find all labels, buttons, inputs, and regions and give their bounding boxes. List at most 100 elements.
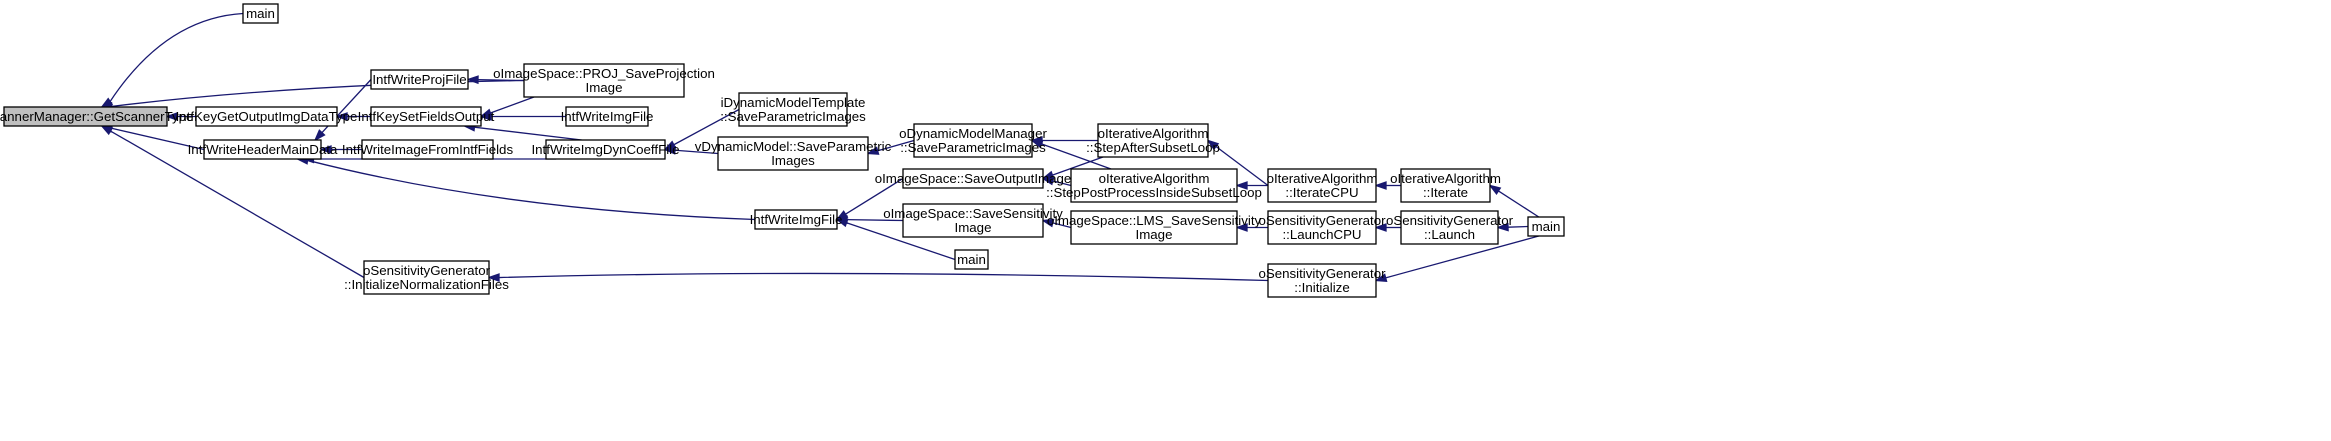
node-step_post[interactable]: oIterativeAlgorithm::StepPostProcessInsi… xyxy=(1046,168,1262,203)
edges-layer xyxy=(99,12,1540,282)
node-box xyxy=(1097,123,1209,158)
node-writeimgfile_b[interactable]: IntfWriteImgFile xyxy=(750,209,843,230)
node-box xyxy=(738,92,848,127)
edge-vdyn_model-to-writeimgdyn xyxy=(674,149,719,155)
arrowhead xyxy=(1496,222,1509,232)
node-main_right[interactable]: main xyxy=(1527,216,1565,237)
node-label: oIterativeAlgorithm xyxy=(1267,171,1378,186)
node-label: ::SaveParametricImages xyxy=(900,140,1046,155)
arrowhead xyxy=(1374,273,1388,282)
edge-sens_initnorm-to-root xyxy=(110,130,365,279)
node-main_mid[interactable]: main xyxy=(954,249,989,270)
node-label: ::StepAfterSubsetLoop xyxy=(1086,140,1220,155)
node-label: oIterativeAlgorithm xyxy=(1390,171,1501,186)
node-box xyxy=(3,106,168,127)
node-label: vDynamicModel::SaveParametric xyxy=(695,139,892,154)
node-label: oImageSpace::SaveSensitivity xyxy=(883,206,1063,221)
edge-writeheader-to-root xyxy=(111,127,205,151)
node-label: iDynamicModelTemplate xyxy=(721,95,866,110)
node-box xyxy=(1070,168,1238,203)
node-launch[interactable]: oSensitivityGenerator::Launch xyxy=(1386,210,1514,245)
node-box xyxy=(717,136,869,171)
node-label: ::Initialize xyxy=(1294,280,1349,295)
arrowhead xyxy=(479,112,492,121)
edge-step_post-to-save_output xyxy=(1052,180,1072,187)
node-label: oDynamicModelManager xyxy=(899,126,1047,141)
arrowhead xyxy=(1488,184,1502,195)
node-box xyxy=(754,209,838,230)
node-label: ::SaveParametricImages xyxy=(720,109,866,124)
node-box xyxy=(523,63,685,98)
arrowhead xyxy=(1041,176,1055,186)
node-step_after[interactable]: oIterativeAlgorithm::StepAfterSubsetLoop xyxy=(1086,123,1220,158)
arrowhead xyxy=(313,129,326,142)
arrowhead xyxy=(866,146,880,155)
node-box xyxy=(902,168,1044,189)
node-writeimgdyn[interactable]: IntfWriteImgDynCoeffFile xyxy=(531,139,680,160)
node-label: main xyxy=(1532,219,1561,234)
arrowhead xyxy=(1041,218,1055,228)
node-label: main xyxy=(957,252,986,267)
node-root[interactable]: sScannerManager::GetScannerType xyxy=(0,106,193,127)
node-box xyxy=(1267,210,1377,245)
node-box xyxy=(1400,210,1499,245)
node-label: ::IterateCPU xyxy=(1285,185,1358,200)
edge-proj_save-to-keysetfields xyxy=(490,96,535,114)
arrowhead xyxy=(663,145,676,155)
edge-step_after-to-save_output xyxy=(1052,156,1104,176)
node-main_top[interactable]: main xyxy=(242,3,279,24)
node-box xyxy=(203,139,322,160)
node-odyn_manager[interactable]: oDynamicModelManager::SaveParametricImag… xyxy=(899,123,1047,158)
node-iterate[interactable]: oIterativeAlgorithm::Iterate xyxy=(1390,168,1501,203)
node-box xyxy=(1070,210,1238,245)
node-label: ::Iterate xyxy=(1423,185,1468,200)
node-label: oIterativeAlgorithm xyxy=(1099,171,1210,186)
node-keygetoutput[interactable]: IntfKeyGetOutputImgDataType xyxy=(176,106,358,127)
node-box xyxy=(363,260,490,295)
node-label: oSensitivityGenerator xyxy=(1258,266,1386,281)
edge-odyn_manager-to-vdyn_model xyxy=(877,139,915,152)
node-label: oImageSpace::SaveOutputImage xyxy=(875,171,1072,186)
node-label: oSensitivityGenerator xyxy=(1258,213,1386,228)
node-label: ::LaunchCPU xyxy=(1282,227,1361,242)
node-keysetfields[interactable]: IntfKeySetFieldsOutput xyxy=(358,106,495,127)
edge-sens_init-to-sens_initnorm xyxy=(498,272,1269,282)
node-vdyn_model[interactable]: vDynamicModel::SaveParametricImages xyxy=(695,136,892,171)
node-sens_initnorm[interactable]: oSensitivityGenerator::InitializeNormali… xyxy=(344,260,509,295)
node-writeheader[interactable]: IntfWriteHeaderMainData xyxy=(188,139,338,160)
edge-iterate_cpu-to-step_after xyxy=(1215,145,1269,187)
node-save_output[interactable]: oImageSpace::SaveOutputImage xyxy=(875,168,1072,189)
node-idyn_template[interactable]: iDynamicModelTemplate::SaveParametricIma… xyxy=(720,92,866,127)
edge-main_mid-to-writeimgfile_b xyxy=(846,222,956,261)
node-box xyxy=(1267,263,1377,298)
node-box xyxy=(902,203,1044,238)
arrowhead xyxy=(1206,139,1220,151)
node-label: oImageSpace::PROJ_SaveProjection xyxy=(493,66,715,81)
node-iterate_cpu[interactable]: oIterativeAlgorithm::IterateCPU xyxy=(1267,168,1378,203)
arrowhead xyxy=(319,145,332,154)
node-box xyxy=(954,249,989,270)
edge-main_right-to-sens_init xyxy=(1385,235,1539,279)
arrowhead xyxy=(1030,139,1044,149)
arrowhead xyxy=(466,75,479,85)
node-launch_cpu[interactable]: oSensitivityGenerator::LaunchCPU xyxy=(1258,210,1386,245)
edge-main_right-to-iterate xyxy=(1498,190,1540,218)
node-writeimagefromintf[interactable]: IntfWriteImageFromIntfFields xyxy=(342,139,514,160)
node-label: oSensitivityGenerator xyxy=(1386,213,1514,228)
node-writeprojfile[interactable]: IntfWriteProjFile xyxy=(370,69,469,90)
edge-writeimgdyn-to-keysetfields xyxy=(474,126,582,141)
node-label: IntfKeyGetOutputImgDataType xyxy=(176,109,358,124)
edge-save_sensitivity-to-writeimgfile_b xyxy=(846,219,904,222)
arrowhead xyxy=(1374,223,1387,232)
node-sens_init[interactable]: oSensitivityGenerator::Initialize xyxy=(1258,263,1386,298)
node-label: IntfKeySetFieldsOutput xyxy=(358,109,495,124)
edge-main_top-to-root xyxy=(109,12,244,102)
node-label: ::StepPostProcessInsideSubsetLoop xyxy=(1046,185,1262,200)
node-writeimgfile_a[interactable]: IntfWriteImgFile xyxy=(561,106,654,127)
edge-step_post-to-odyn_manager xyxy=(1041,143,1112,170)
node-label: Images xyxy=(771,153,815,168)
